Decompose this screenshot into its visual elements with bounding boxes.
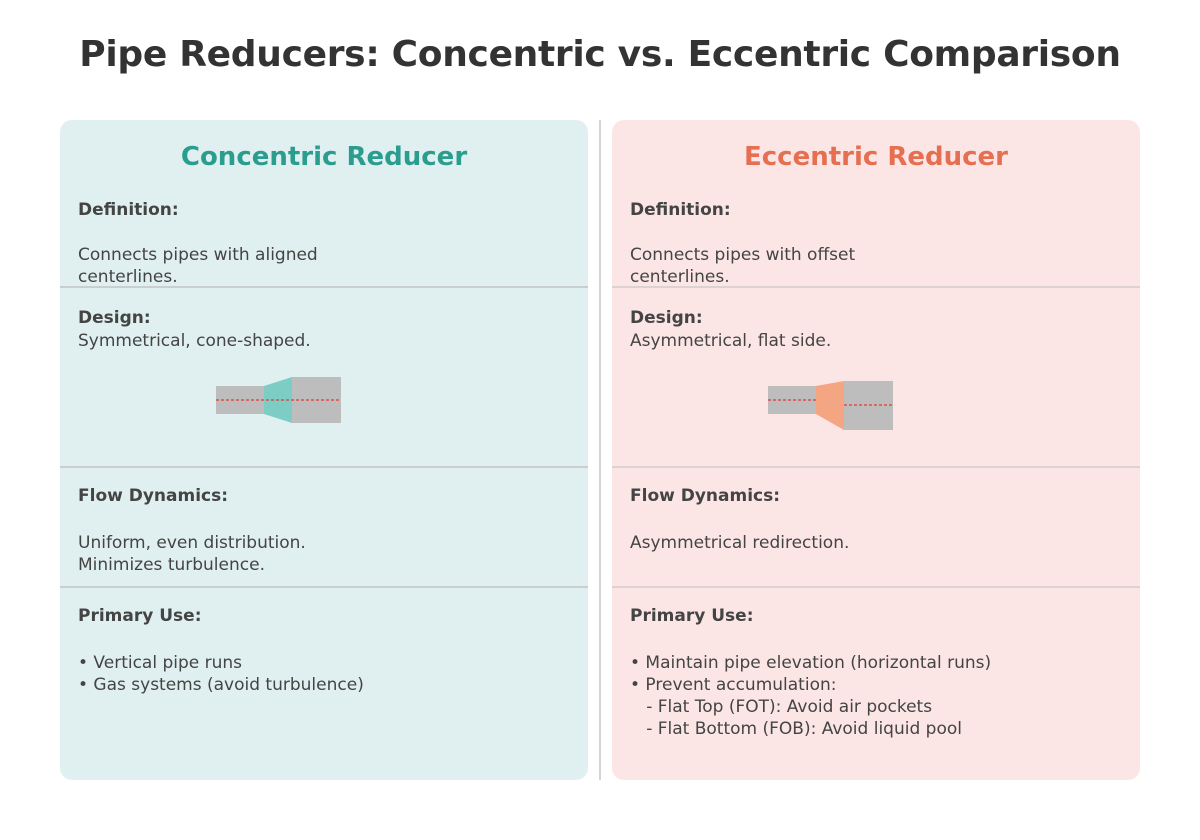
eccentric-divider-2 xyxy=(612,466,1140,468)
concentric-design-text: Symmetrical, cone-shaped. xyxy=(78,331,311,351)
eccentric-use-label: Primary Use: xyxy=(630,606,754,626)
concentric-definition-label: Definition: xyxy=(78,200,179,220)
eccentric-design-text: Asymmetrical, flat side. xyxy=(630,331,832,351)
concentric-divider-2 xyxy=(60,466,588,468)
concentric-reducer-diagram xyxy=(216,377,341,423)
eccentric-definition-label: Definition: xyxy=(630,200,731,220)
concentric-divider-1 xyxy=(60,286,588,288)
eccentric-flow-text: Asymmetrical redirection. xyxy=(630,533,850,553)
concentric-design-label: Design: xyxy=(78,308,151,328)
center-divider xyxy=(599,120,601,780)
eccentric-divider-3 xyxy=(612,586,1140,588)
list-item: • Gas systems (avoid turbulence) xyxy=(78,675,364,695)
eccentric-flow-label: Flow Dynamics: xyxy=(630,486,781,506)
page-title: Pipe Reducers: Concentric vs. Eccentric … xyxy=(79,34,1121,75)
list-item: • Vertical pipe runs xyxy=(78,653,243,673)
eccentric-panel: Eccentric Reducer Definition: Connects p… xyxy=(612,120,1140,780)
list-item: - Flat Bottom (FOB): Avoid liquid pool xyxy=(630,719,962,739)
eccentric-design-label: Design: xyxy=(630,308,703,328)
eccentric-use-list: • Maintain pipe elevation (horizontal ru… xyxy=(630,652,991,740)
eccentric-definition-text: Connects pipes with offset centerlines. xyxy=(630,245,856,287)
concentric-divider-3 xyxy=(60,586,588,588)
concentric-flow-label: Flow Dynamics: xyxy=(78,486,229,506)
concentric-flow-text: Uniform, even distribution. Minimizes tu… xyxy=(78,533,306,575)
concentric-title: Concentric Reducer xyxy=(180,142,468,172)
concentric-panel: Concentric Reducer Definition: Connects … xyxy=(60,120,588,780)
list-item: • Maintain pipe elevation (horizontal ru… xyxy=(630,653,992,673)
eccentric-cone xyxy=(816,381,844,430)
concentric-use-list: • Vertical pipe runs • Gas systems (avoi… xyxy=(78,652,364,696)
concentric-use-label: Primary Use: xyxy=(78,606,202,626)
eccentric-divider-1 xyxy=(612,286,1140,288)
eccentric-reducer-diagram xyxy=(768,381,893,430)
list-item: • Prevent accumulation: xyxy=(630,675,837,695)
eccentric-title: Eccentric Reducer xyxy=(744,142,1008,172)
concentric-definition-text: Connects pipes with aligned centerlines. xyxy=(78,245,318,287)
list-item: - Flat Top (FOT): Avoid air pockets xyxy=(630,697,933,717)
